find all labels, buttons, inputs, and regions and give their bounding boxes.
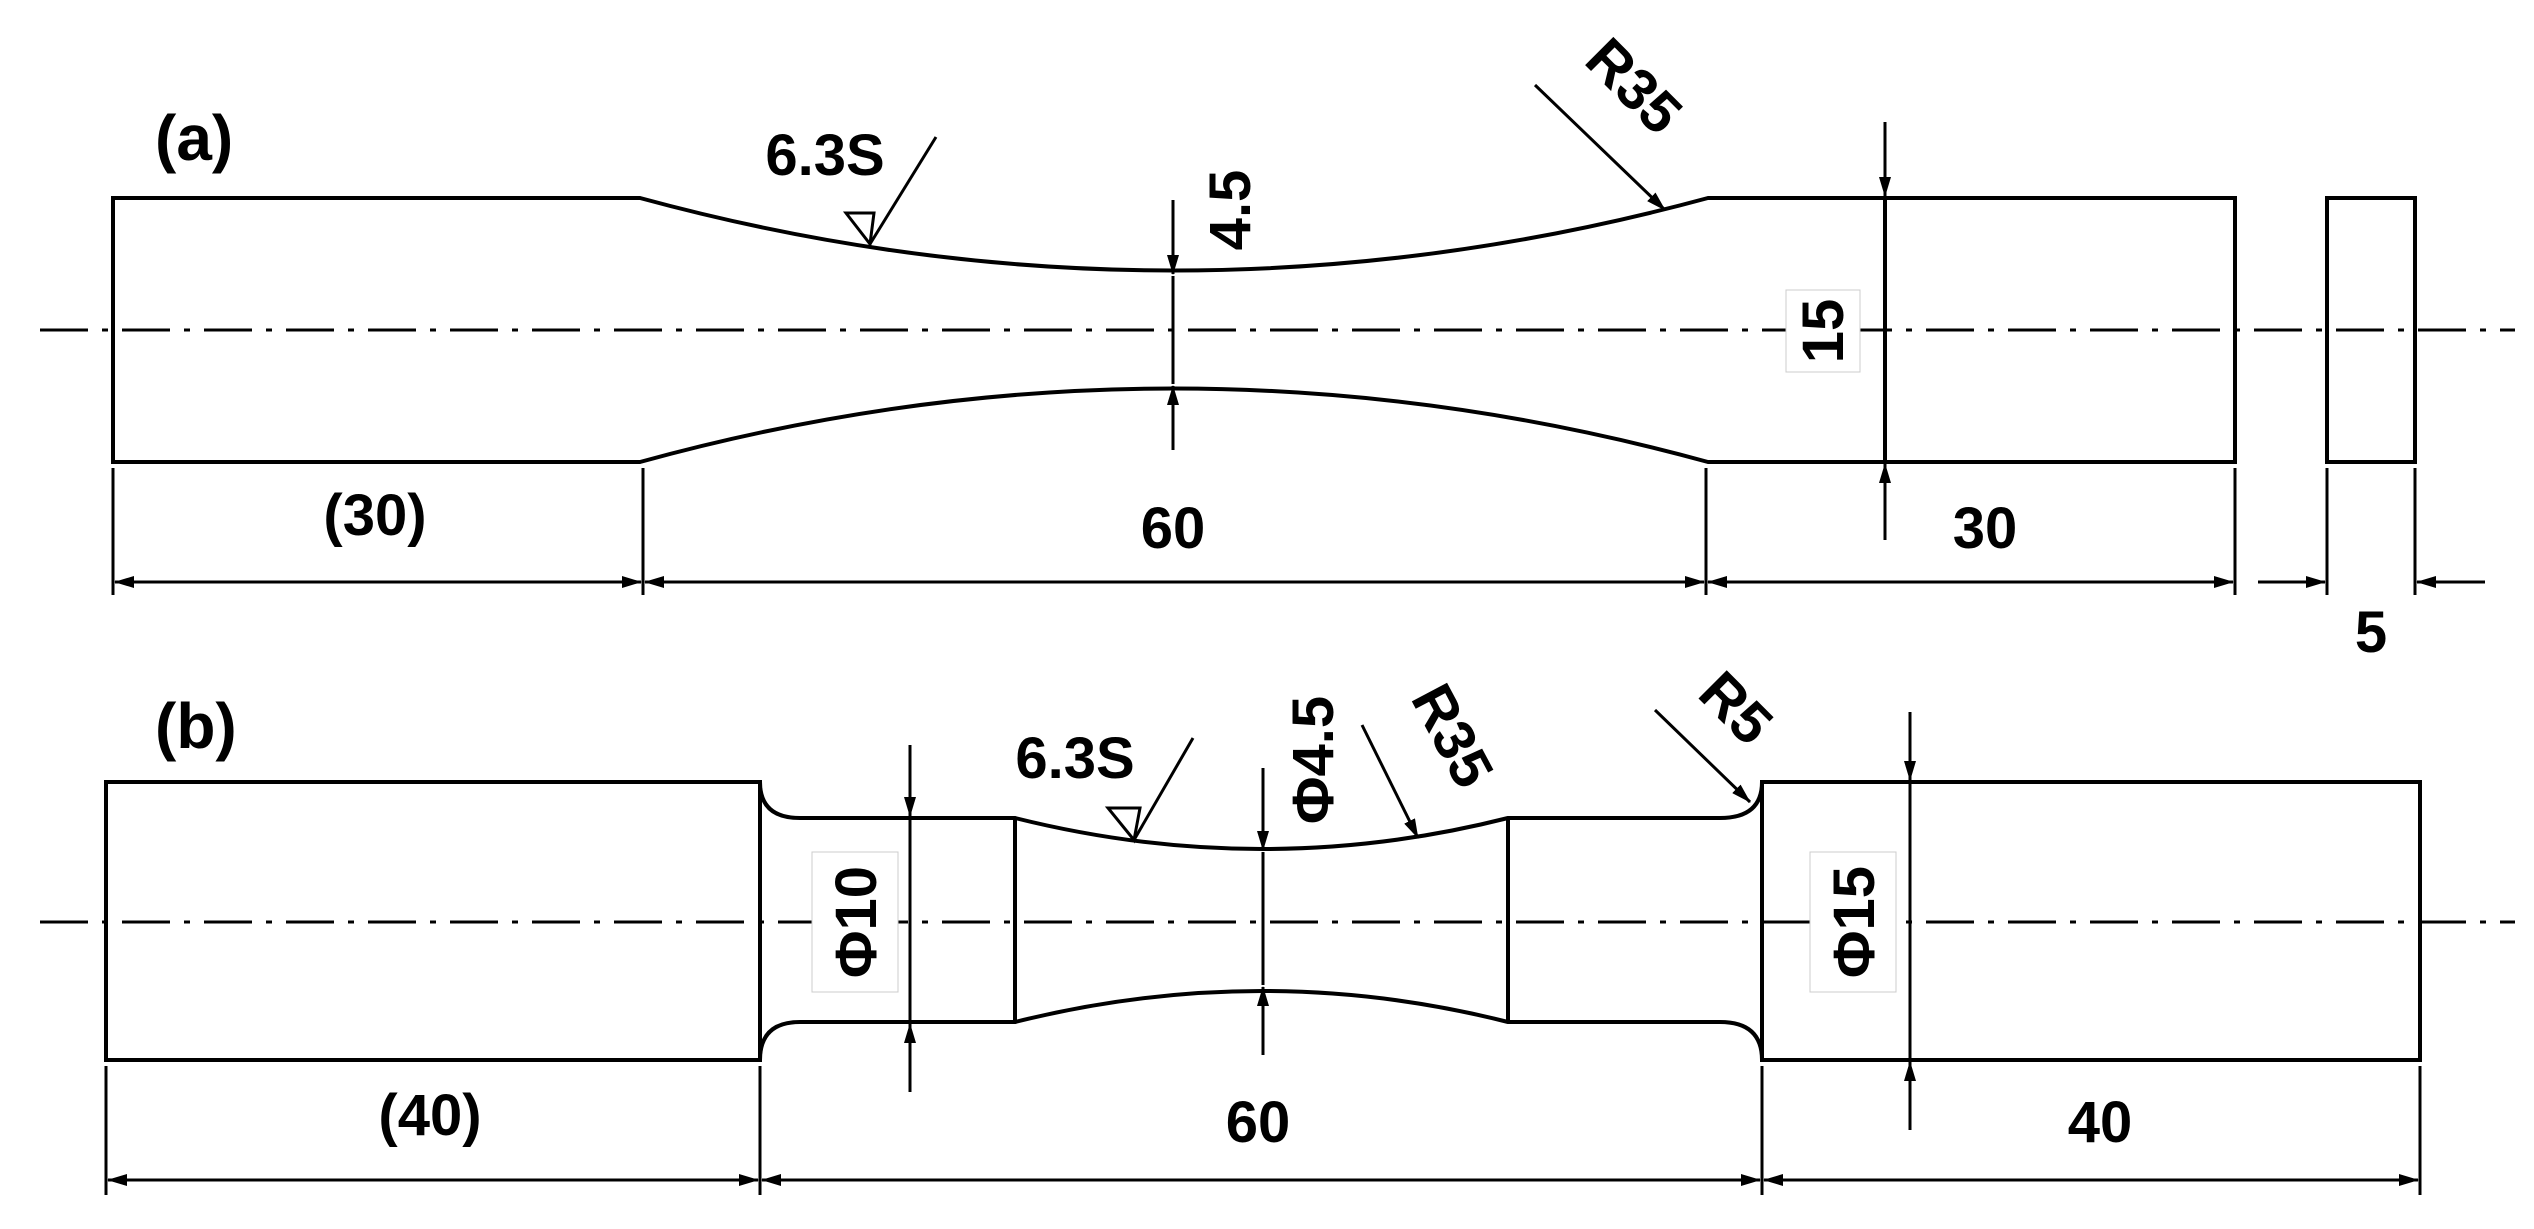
figure-b-specimen-outline [104, 780, 2422, 1062]
figure-a-gauge-thickness-label: 4.5 [1198, 170, 1263, 251]
figure-b-left-length-label: (40) [378, 1083, 481, 1148]
figure-a-radius-label: R35 [1573, 26, 1694, 147]
figure-b-radius-large-label: R35 [1399, 674, 1506, 798]
figure-b-middle-length-label: 60 [1226, 1090, 1291, 1155]
figure-a-side-view [2325, 196, 2417, 464]
figure-b-grip-diameter-label: Φ15 [1822, 866, 1887, 978]
figure-b-grip-label-box [1809, 851, 1897, 993]
figure-b: (b) (40) 60 40 Φ10 Φ4.5 [40, 659, 2515, 1195]
figure-b-roughness-label: 6.3S [1015, 726, 1134, 791]
figure-a-middle-length-label: 60 [1141, 496, 1206, 561]
figure-b-radius-large-leader [1360, 724, 1420, 839]
figure-a-right-length-label: 30 [1953, 496, 2018, 561]
figure-a-label: (a) [155, 102, 233, 174]
figure-a-roughness-label: 6.3S [765, 123, 884, 188]
figure-b-radius-small-leader [1653, 708, 1752, 804]
figure-a: (a) (30) 60 30 5 4.5 15 [40, 26, 2515, 665]
figure-a-thickness-label: 5 [2355, 600, 2387, 665]
figure-b-right-length-label: 40 [2068, 1090, 2133, 1155]
figure-a-left-length-label: (30) [323, 483, 426, 548]
figure-a-specimen-outline [111, 196, 2237, 464]
figure-b-radius-small-label: R5 [1687, 659, 1785, 757]
figure-b-step-diameter-label: Φ10 [824, 866, 889, 978]
figure-b-gauge-diameter-label: Φ4.5 [1281, 696, 1346, 824]
figure-a-width-label-box [1785, 289, 1861, 373]
figure-a-radius-leader [1533, 83, 1667, 212]
figure-b-step-label-box [811, 851, 899, 993]
figure-b-roughness-symbol [1104, 737, 1195, 844]
figure-b-label: (b) [155, 690, 237, 762]
figure-a-grip-width-label: 15 [1791, 299, 1856, 364]
figure-a-roughness-symbol [842, 136, 938, 248]
